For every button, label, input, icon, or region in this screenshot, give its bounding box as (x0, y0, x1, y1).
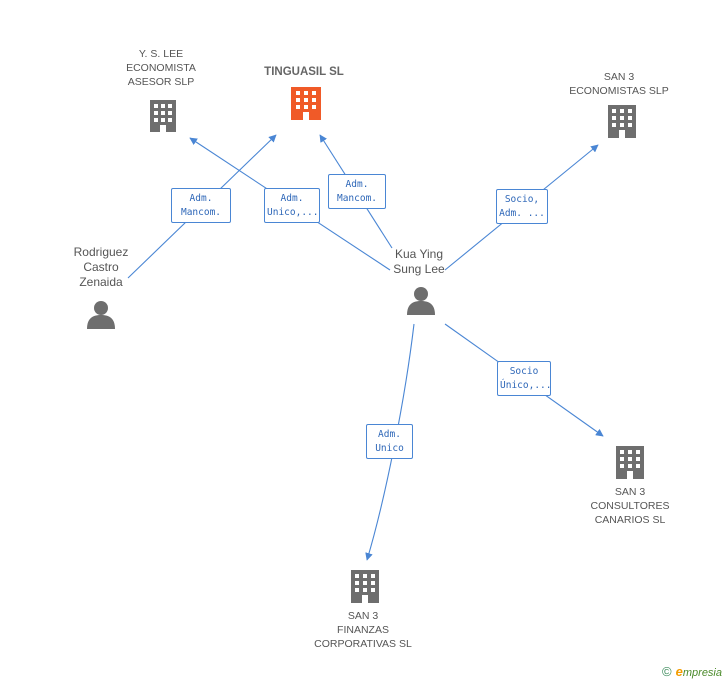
node-label-san3-finanzas: SAN 3 FINANZAS CORPORATIVAS SL (305, 609, 421, 651)
brand-name: mpresia (682, 667, 722, 679)
node-label-kua-ying: Kua Ying Sung Lee (376, 247, 462, 277)
label-line: Y. S. LEE (138, 48, 184, 60)
relation-badge-kua-ys-lee[interactable]: Adm. Unico,... (264, 188, 320, 223)
node-label-san3-economistas: SAN 3 ECONOMISTAS SLP (560, 70, 678, 98)
node-label-rodriguez: Rodriguez Castro Zenaida (56, 245, 146, 290)
relation-line: Adm. (378, 429, 401, 440)
relation-line: Mancom. (180, 207, 222, 218)
label-line: FINANZAS (337, 624, 389, 636)
relation-line: Socio (509, 366, 539, 377)
label-line: Rodriguez (73, 245, 129, 259)
relation-line: Adm. ... (499, 208, 545, 219)
relation-badge-rodriguez-tinguasil[interactable]: Adm. Mancom. (171, 188, 231, 223)
person-icon[interactable] (407, 287, 435, 315)
label-line: Kua Ying (394, 247, 444, 261)
node-label-san3-consultores: SAN 3 CONSULTORES CANARIOS SL (580, 485, 680, 527)
relation-line: Unico (375, 443, 404, 454)
label-line: CORPORATIVAS SL (314, 638, 412, 650)
node-label-tinguasil: TINGUASIL SL (246, 65, 362, 79)
relation-line: Socio, (504, 194, 540, 205)
label-line: CONSULTORES (590, 500, 670, 512)
label-line: SAN 3 (347, 610, 379, 622)
label-line: TINGUASIL SL (264, 66, 344, 78)
label-line: Sung Lee (393, 262, 445, 276)
relation-line: Adm. (189, 193, 213, 204)
relation-badge-kua-san3-economistas[interactable]: Socio, Adm. ... (496, 189, 548, 224)
building-icon[interactable] (608, 105, 636, 138)
label-line: ECONOMISTAS SLP (569, 85, 669, 97)
relation-line: Adm. (345, 179, 369, 190)
label-line: ECONOMISTA (126, 62, 196, 74)
person-icon[interactable] (87, 301, 115, 329)
label-line: SAN 3 (614, 486, 646, 498)
label-line: ASESOR SLP (127, 76, 195, 88)
relation-line: Unico,... (267, 207, 319, 218)
brand-initial: e (675, 664, 683, 679)
label-line: SAN 3 (603, 71, 635, 83)
label-line: Castro (83, 260, 119, 274)
relation-badge-kua-tinguasil[interactable]: Adm. Mancom. (328, 174, 386, 209)
building-icon[interactable] (616, 446, 644, 479)
label-line: Zenaida (79, 275, 123, 289)
building-icon-main[interactable] (291, 87, 321, 120)
relation-line: Único,... (500, 380, 552, 391)
relation-line: Mancom. (336, 193, 378, 204)
relation-badge-kua-san3-consultores[interactable]: Socio Único,... (497, 361, 551, 396)
node-label-ys-lee: Y. S. LEE ECONOMISTA ASESOR SLP (111, 47, 211, 89)
relation-badge-kua-san3-finanzas[interactable]: Adm. Unico (366, 424, 413, 459)
label-line: CANARIOS SL (594, 514, 666, 526)
copyright-icon: © (662, 664, 672, 679)
relation-line: Adm. (280, 193, 304, 204)
brand-footer: ©empresia (662, 664, 722, 679)
building-icon[interactable] (150, 100, 176, 132)
building-icon[interactable] (351, 570, 379, 603)
